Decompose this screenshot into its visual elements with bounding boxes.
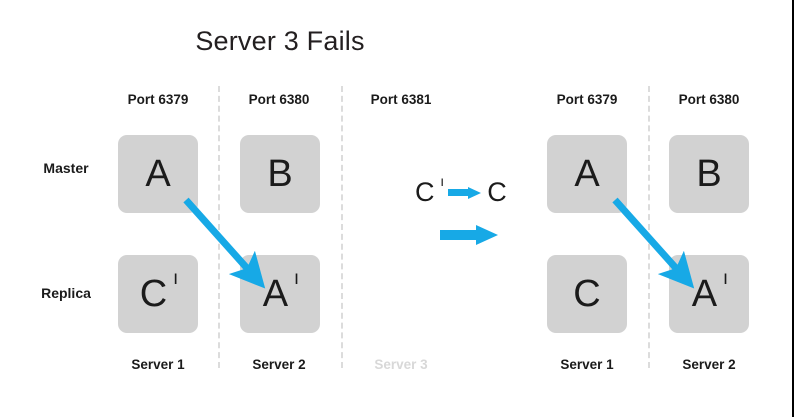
node-letter: C xyxy=(139,273,168,315)
port-label-right-col2: Port 6380 xyxy=(678,92,740,107)
node-left-master-server2[interactable]: B xyxy=(240,135,320,213)
legend-from-letter: C xyxy=(415,176,435,207)
column-divider-left-1 xyxy=(218,86,220,368)
node-letter: A xyxy=(691,273,718,315)
row-label-replica: Replica xyxy=(41,285,91,301)
port-label-left-col3: Port 6381 xyxy=(370,92,432,107)
server-label-right-col1: Server 1 xyxy=(560,357,614,372)
node-right-master-server2[interactable]: B xyxy=(669,135,749,213)
node-left-replica-server2[interactable]: A ı xyxy=(240,255,320,333)
server-label-left-col3-failed: Server 3 xyxy=(374,357,428,372)
server-label-left-col1: Server 1 xyxy=(131,357,185,372)
page-title: Server 3 Fails xyxy=(195,26,365,56)
node-prime-mark: ı xyxy=(290,267,300,289)
node-left-master-server1[interactable]: A xyxy=(118,135,198,213)
node-letter: A xyxy=(262,273,289,315)
server-label-left-col2: Server 2 xyxy=(252,357,306,372)
transition-arrow-icon xyxy=(440,225,502,246)
node-letter: B xyxy=(267,153,293,195)
node-letter: A xyxy=(574,153,600,195)
node-prime-mark: ı xyxy=(169,267,179,289)
node-right-master-server1[interactable]: A xyxy=(547,135,627,213)
column-divider-left-2 xyxy=(341,86,343,368)
node-left-replica-server1[interactable]: C ı xyxy=(118,255,198,333)
column-divider-right-1 xyxy=(648,86,650,368)
port-label-left-col2: Port 6380 xyxy=(248,92,310,107)
row-label-master: Master xyxy=(43,160,89,176)
node-letter: A xyxy=(145,153,171,195)
node-letter: C xyxy=(573,273,601,315)
node-right-replica-server2[interactable]: A ı xyxy=(669,255,749,333)
port-label-right-col1: Port 6379 xyxy=(556,92,618,107)
right-arrow-icon xyxy=(448,186,482,199)
legend-from-prime-mark: ı xyxy=(437,173,445,189)
legend-to-letter: C xyxy=(487,176,507,207)
node-prime-mark: ı xyxy=(719,267,729,289)
port-label-left-col1: Port 6379 xyxy=(127,92,189,107)
promotion-legend: C ı C xyxy=(415,172,507,212)
node-right-replica-server1[interactable]: C xyxy=(547,255,627,333)
node-letter: B xyxy=(696,153,722,195)
server-label-right-col2: Server 2 xyxy=(682,357,736,372)
